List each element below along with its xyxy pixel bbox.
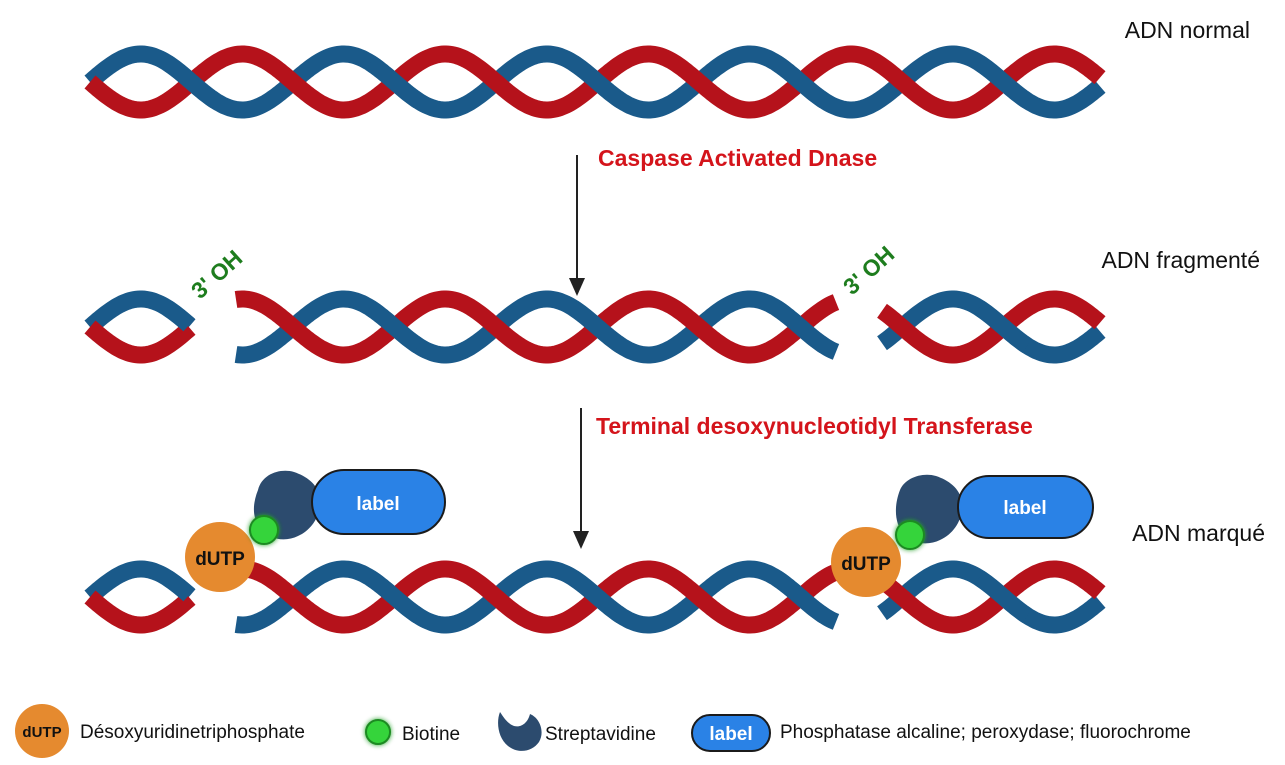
legend-dutp-badge: dUTP (22, 724, 61, 741)
legend-item-dutp: dUTP Désoxyuridinetriphosphate (15, 704, 305, 758)
biotin-dot-left (249, 515, 279, 545)
legend-dutp-text: Désoxyuridinetriphosphate (80, 722, 305, 743)
blue-crossover (365, 300, 423, 353)
label-dna-labeled: ADN marqué (1132, 520, 1265, 546)
end-3oh-right: 3' OH (838, 241, 899, 300)
legend-biotin-text: Biotine (402, 724, 460, 745)
label-text-left: label (356, 494, 399, 515)
red-strand (84, 290, 1106, 364)
label-pill-left (311, 469, 446, 535)
dna-labeled-helix (84, 560, 1106, 634)
legend-item-label: label Phosphatase alcaline; peroxydase; … (691, 714, 1191, 752)
blue-crossover (568, 570, 626, 623)
blue-crossover (974, 55, 1032, 108)
step-caspase-dnase: Caspase Activated Dnase (598, 145, 877, 171)
legend-item-biotin: Biotine (365, 719, 460, 745)
blue-crossover (568, 55, 626, 108)
blue-crossover (365, 570, 423, 623)
red-strand (84, 560, 1106, 634)
legend: dUTP Désoxyuridinetriphosphate Biotine S… (15, 704, 1191, 758)
dutp-text-left: dUTP (195, 549, 245, 570)
arrow-step-1 (569, 155, 585, 296)
blue-crossover (974, 570, 1032, 623)
blue-crossover (365, 55, 423, 108)
legend-item-streptavidin: Streptavidine (498, 712, 656, 751)
probe-complex-right: label dUTP (831, 474, 1094, 597)
probe-complex-left: label dUTP (185, 469, 446, 592)
dutp-circle-left (185, 522, 255, 592)
legend-label-swatch (691, 714, 771, 752)
dna-normal-helix (84, 45, 1106, 119)
arrow-step-2 (573, 408, 589, 549)
blue-crossover (771, 55, 829, 108)
blue-crossover (568, 300, 626, 353)
dutp-circle-right (831, 527, 901, 597)
legend-streptavidin-text: Streptavidine (545, 724, 656, 745)
legend-biotin-swatch (365, 719, 391, 745)
label-dna-normal: ADN normal (1125, 17, 1250, 43)
legend-label-badge: label (709, 724, 752, 745)
label-text-right: label (1003, 498, 1046, 519)
biotin-dot-right (895, 520, 925, 550)
legend-label-text: Phosphatase alcaline; peroxydase; fluoro… (780, 722, 1191, 743)
blue-crossover (162, 570, 195, 602)
label-pill-right (957, 475, 1094, 539)
dutp-text-right: dUTP (841, 554, 891, 575)
blue-crossover (162, 55, 220, 108)
label-dna-fragmented: ADN fragmenté (1101, 247, 1260, 273)
blue-crossover (974, 300, 1032, 353)
blue-crossover (771, 300, 829, 353)
blue-crossover (771, 570, 829, 623)
step-tdt: Terminal desoxynucleotidyl Transferase (596, 413, 1033, 439)
legend-streptavidin-swatch (498, 712, 542, 751)
blue-crossover (162, 300, 195, 332)
legend-dutp-swatch (15, 704, 69, 758)
dna-fragmented-helix (84, 290, 1106, 364)
